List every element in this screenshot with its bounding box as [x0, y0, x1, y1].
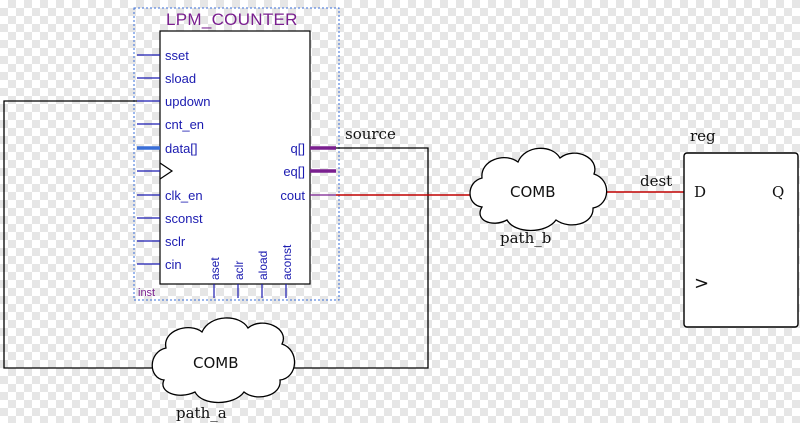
- pin-eq: eq[]: [283, 164, 305, 179]
- pin-updown: updown: [165, 94, 211, 109]
- comb-cloud-b: [469, 147, 608, 232]
- source-label: source: [345, 125, 396, 143]
- reg-name: reg: [690, 127, 716, 145]
- reg-clock-icon: >: [694, 273, 709, 294]
- pin-sclr: sclr: [165, 234, 186, 249]
- source-to-path-a-wire: [289, 147, 429, 369]
- path-b-label: path_b: [500, 229, 551, 247]
- pin-cin: cin: [165, 257, 182, 272]
- pin-sload: sload: [165, 71, 196, 86]
- pin-sset: sset: [165, 48, 189, 63]
- counter-title: LPM_COUNTER: [166, 10, 298, 29]
- reg-q-pin: Q: [772, 183, 784, 201]
- comb-b-label: COMB: [510, 183, 556, 201]
- pin-data: data[]: [165, 141, 198, 156]
- pin-aload: aload: [256, 251, 270, 280]
- pin-aset: aset: [208, 257, 222, 280]
- pin-sconst: sconst: [165, 211, 203, 226]
- bottom-pin-stubs: [213, 284, 287, 298]
- pin-aconst: aconst: [280, 244, 294, 280]
- pin-cnt-en: cnt_en: [165, 117, 204, 132]
- path-a-label: path_a: [176, 404, 227, 422]
- instance-label: inst: [138, 287, 155, 299]
- dest-label: dest: [640, 172, 672, 190]
- comb-a-label: COMB: [193, 354, 239, 372]
- pin-clk-en: clk_en: [165, 188, 203, 203]
- reg-d-pin: D: [694, 183, 706, 201]
- counter-block: [159, 30, 311, 285]
- counter-clock-triangle-icon: [159, 162, 174, 180]
- comb-cloud-a: [151, 317, 296, 404]
- pin-cout: cout: [280, 188, 305, 203]
- updown-feedback-wire: [3, 100, 155, 369]
- counter-boundary: [133, 7, 340, 301]
- pin-q: q[]: [291, 141, 305, 156]
- register-block: [683, 152, 799, 328]
- left-pin-stubs: [137, 54, 160, 265]
- pin-aclr: aclr: [232, 261, 246, 280]
